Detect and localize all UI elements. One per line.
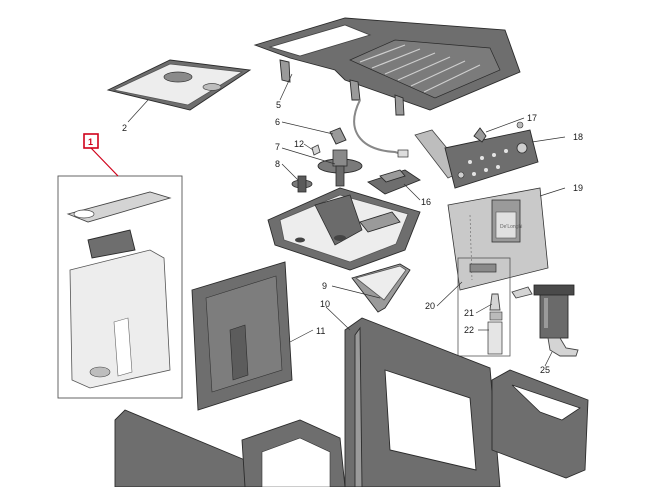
- part-5-top-frame: [253, 17, 521, 116]
- part-label-9: 9: [322, 281, 327, 291]
- drip-door: [491, 369, 589, 479]
- part-label-2: 2: [122, 123, 127, 133]
- part-label-18: 18: [573, 132, 583, 142]
- wire-harness: [353, 99, 406, 156]
- part-label-19: 19: [573, 183, 583, 193]
- part-12-clip: [311, 144, 321, 156]
- part-label-16: 16: [421, 197, 431, 207]
- part-8-knob: [291, 175, 313, 193]
- part-label-20: 20: [425, 301, 435, 311]
- base-frame: [241, 419, 346, 487]
- part-label-5: 5: [276, 100, 281, 110]
- part-6-screw: [329, 127, 347, 145]
- part-label-25: 25: [540, 365, 550, 375]
- part-19-front-panel: De'Longhi: [447, 187, 549, 291]
- part-label-12: 12: [294, 139, 304, 149]
- part-label-21: 21: [464, 308, 474, 318]
- part-16-bracket: [367, 169, 421, 195]
- part-label-7: 7: [275, 142, 280, 152]
- water-tank-group: [57, 175, 183, 399]
- part-7-funnel-cap: [317, 149, 363, 187]
- part-10-housing-shell: [344, 317, 501, 487]
- part-20-steam-wand-group: [457, 257, 511, 357]
- part-label-8: 8: [275, 159, 280, 169]
- part-labels: 2 5 6 7 8 9 10 11 12 16 17 18 19 20 21 2…: [122, 100, 583, 375]
- fitting-clip: [511, 286, 533, 299]
- part-label-17: 17: [527, 113, 537, 123]
- part-25-milk-module: [533, 284, 579, 357]
- part-label-11: 11: [316, 326, 325, 336]
- part-label-10: 10: [320, 299, 330, 309]
- svg-text:De'Longhi: De'Longhi: [500, 224, 522, 230]
- part-17-knob: [473, 121, 524, 143]
- part-18-control-panel: [414, 129, 539, 189]
- base-panel-left: [114, 409, 246, 487]
- part-label-22: 22: [464, 325, 474, 335]
- callout-1-label: 1: [88, 137, 93, 147]
- callout-1-marker: 1: [83, 133, 119, 177]
- part-label-6: 6: [275, 117, 280, 127]
- part-11-side-panel: [191, 261, 293, 411]
- leader-lines: [127, 73, 566, 367]
- part-2-drip-tray-cover: [106, 59, 252, 111]
- infuser-housing: [267, 187, 421, 271]
- part-9-funnel: [351, 263, 411, 313]
- wire-connector: [397, 149, 409, 158]
